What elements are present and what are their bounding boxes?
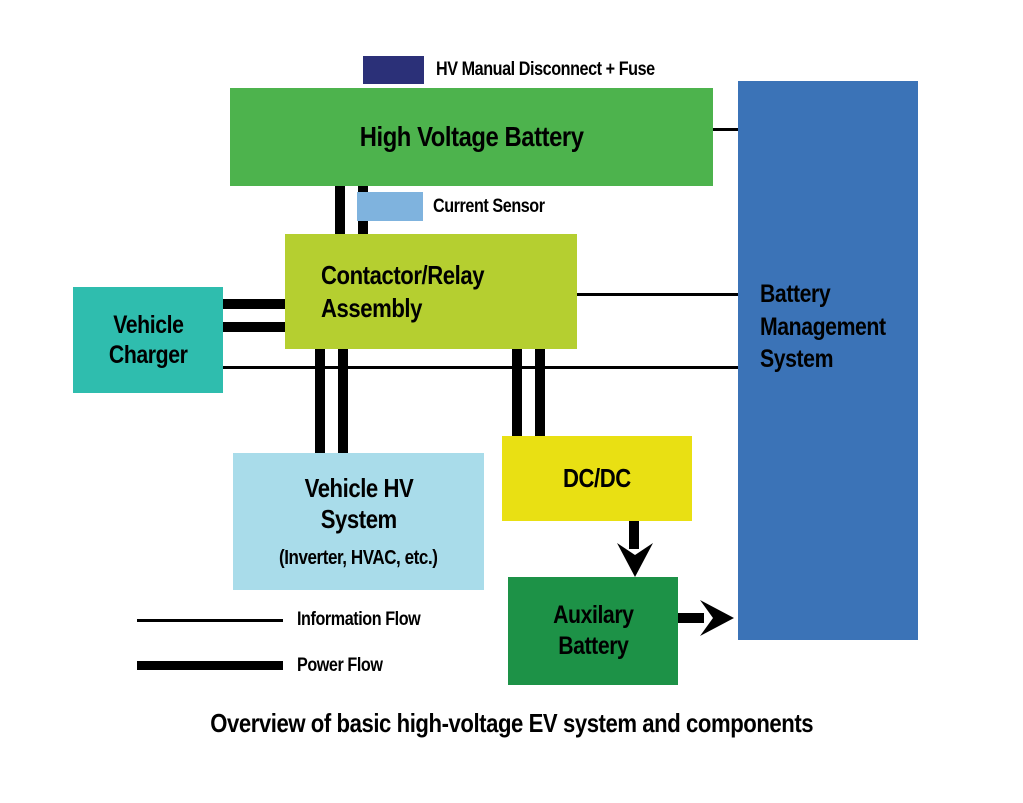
info-line-contactor-to-bms: [577, 293, 738, 296]
vehicle-charger-label-line2: Charger: [108, 341, 188, 369]
dcdc-box: DC/DC: [502, 436, 692, 521]
power-line-charger-contactor-1: [223, 299, 287, 309]
vehicle-charger-label-line1: Vehicle: [112, 311, 184, 339]
vehicle-hv-box: Vehicle HV System (Inverter, HVAC, etc.): [233, 453, 484, 590]
info-line-battery-to-bms: [713, 128, 738, 131]
hv-disconnect-box: [363, 56, 424, 84]
vehicle-hv-note: (Inverter, HVAC, etc.): [279, 547, 438, 570]
hv-disconnect-label: HV Manual Disconnect + Fuse: [436, 59, 655, 80]
power-line-aux-bms-shaft: [678, 613, 704, 623]
legend-power-flow-label: Power Flow: [297, 655, 383, 676]
current-sensor-box: [357, 192, 423, 221]
aux-battery-label-line2: Battery: [557, 632, 629, 660]
vehicle-hv-label-line2: System: [320, 504, 397, 534]
legend-information-flow-label: Information Flow: [297, 609, 421, 630]
aux-to-bms-arrowhead-icon: [700, 600, 734, 636]
bms-box: Battery Management System: [738, 81, 918, 640]
bms-label-line2: Management: [760, 312, 886, 341]
aux-battery-label-line1: Auxilary: [552, 600, 634, 629]
aux-battery-box: Auxilary Battery: [508, 577, 678, 685]
power-line-contactor-vehiclehv-1: [315, 349, 325, 453]
dcdc-to-aux-arrowhead-icon: [617, 543, 653, 577]
bms-label-line3: System: [760, 345, 834, 373]
legend-power-flow-line: [137, 661, 283, 670]
diagram-caption: Overview of basic high-voltage EV system…: [210, 708, 813, 738]
contactor-box: Contactor/Relay Assembly: [285, 234, 577, 349]
power-line-contactor-dcdc-1: [512, 349, 522, 436]
power-line-charger-contactor-2: [223, 322, 287, 332]
hv-battery-label: High Voltage Battery: [359, 121, 584, 152]
legend-information-flow-line: [137, 619, 283, 622]
power-line-dcdc-aux-shaft: [629, 521, 639, 549]
info-line-charger-to-bms: [223, 366, 738, 369]
contactor-label-line2: Assembly: [321, 292, 423, 323]
dcdc-label: DC/DC: [563, 463, 631, 493]
power-line-contactor-dcdc-2: [535, 349, 545, 436]
hv-battery-box: High Voltage Battery: [230, 88, 713, 186]
power-line-contactor-vehiclehv-2: [338, 349, 348, 453]
bms-label-line1: Battery: [760, 280, 831, 308]
contactor-label-line1: Contactor/Relay: [321, 260, 485, 290]
current-sensor-label: Current Sensor: [433, 195, 545, 217]
power-line-battery-contactor-1: [335, 186, 345, 234]
vehicle-hv-label-line1: Vehicle HV: [304, 472, 413, 503]
vehicle-charger-box: Vehicle Charger: [73, 287, 223, 393]
